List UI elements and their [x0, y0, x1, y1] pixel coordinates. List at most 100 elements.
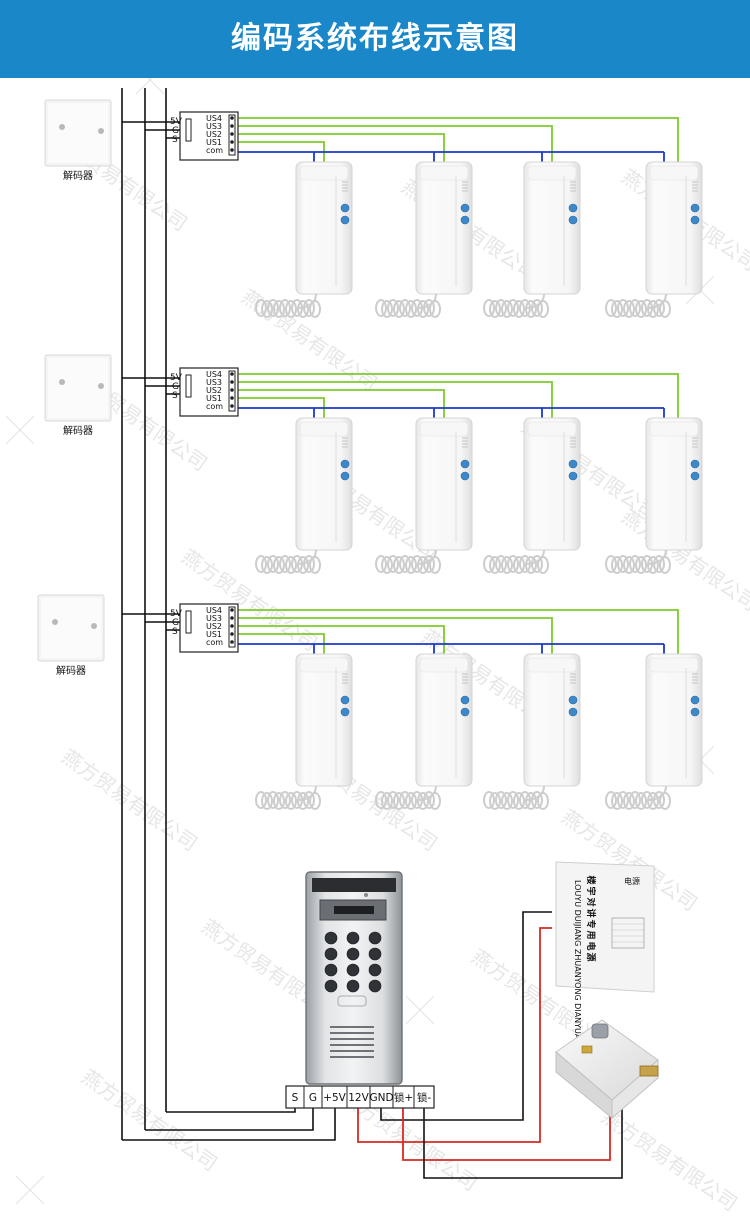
port-label-us1: US1: [206, 630, 222, 639]
handset-body: [523, 417, 581, 551]
terminal-label-s: S: [172, 627, 178, 637]
coiled-cord-loop: [617, 791, 629, 809]
unlock-button-icon: [460, 471, 470, 481]
coiled-cord-loop: [483, 791, 495, 809]
coiled-cord-loop: [309, 300, 321, 318]
wire-12v: [357, 927, 552, 1143]
coiled-cord-loop: [297, 792, 309, 810]
coiled-cord-loop: [647, 792, 659, 810]
decoder-label: 解码器: [63, 424, 93, 437]
watermark-text: 燕方贸易有限公司: [57, 744, 202, 855]
coiled-cord-loop: [635, 300, 647, 318]
call-button-icon: [460, 695, 470, 705]
wire-5v: [122, 1108, 336, 1141]
panel-terminal-label: GND: [369, 1092, 393, 1104]
coiled-cord-loop: [513, 556, 525, 574]
coiled-cord-loop: [279, 555, 291, 573]
unlock-button-icon: [460, 707, 470, 717]
signal-wire-us1: [238, 633, 325, 660]
decoder-label: 解码器: [56, 664, 86, 677]
port-pin-icon: [230, 380, 234, 384]
power-supply-name-char: 专: [585, 919, 597, 928]
handset-cradle: [299, 421, 349, 437]
port-pin-icon: [230, 388, 234, 392]
coiled-cord-loop: [375, 555, 387, 573]
coiled-cord-loop: [611, 300, 623, 318]
watermark-text: 燕方贸易有限公司: [597, 1104, 742, 1215]
port-pin-icon: [230, 124, 234, 128]
power-supply-body: [555, 861, 655, 993]
coiled-cord-loop: [393, 556, 405, 574]
coiled-cord-loop: [381, 556, 393, 574]
coiled-cord-loop: [273, 300, 285, 318]
keypad-key-icon: [368, 963, 382, 977]
output-strip: [228, 370, 236, 412]
call-button-icon: [568, 695, 578, 705]
coiled-cord-loop: [519, 791, 531, 809]
watermark-cross: [405, 995, 435, 1025]
coiled-cord-loop: [659, 556, 671, 574]
lock-bolt-icon: [639, 1065, 659, 1077]
handset-cradle: [649, 421, 699, 437]
coiled-cord-loop: [501, 300, 513, 318]
port-pin-icon: [230, 396, 234, 400]
coiled-cord-loop: [525, 556, 537, 574]
wire-gnd: [380, 911, 552, 1121]
keypad-key-icon: [324, 963, 338, 977]
decoder-face: [48, 358, 108, 418]
keypad-key-icon: [368, 979, 382, 993]
coiled-cord-loop: [405, 556, 417, 574]
electric-lock: [555, 1019, 659, 1120]
intercom-handset: [605, 653, 703, 810]
handset-cradle: [649, 165, 699, 181]
port-label-us4: US4: [206, 114, 222, 123]
coiled-cord-loop: [659, 300, 671, 318]
power-supply-name-char: 电: [585, 941, 597, 950]
keypad-key-icon: [346, 931, 360, 945]
input-strip: [185, 118, 192, 142]
screw-icon: [98, 383, 104, 389]
intercom-handset: [375, 161, 473, 318]
unlock-button-icon: [460, 215, 470, 225]
signal-wire-us1: [238, 397, 325, 424]
coiled-cord-loop: [507, 299, 519, 317]
port-label-com: com: [206, 638, 223, 647]
coiled-cord-loop: [255, 299, 267, 317]
intercom-handset: [255, 417, 353, 574]
speaker-grille-icon: [330, 1038, 374, 1040]
coiled-cord-loop: [423, 555, 435, 573]
coiled-cord-loop: [623, 792, 635, 810]
unlock-button-icon: [568, 707, 578, 717]
coiled-cord-loop: [417, 556, 429, 574]
watermark-cross: [5, 415, 35, 445]
intercom-handset: [605, 417, 703, 574]
handset-body: [645, 161, 703, 295]
coiled-cord-loop: [417, 300, 429, 318]
power-supply-name-char: 对: [585, 897, 597, 906]
watermark-cross: [135, 78, 165, 95]
coiled-cord-loop: [635, 556, 647, 574]
signal-wire-us4: [238, 373, 679, 424]
coiled-cord-loop: [417, 792, 429, 810]
coiled-cord-loop: [399, 299, 411, 317]
wire-g: [145, 1108, 314, 1131]
wire-s: [166, 1108, 296, 1113]
port-label-us3: US3: [206, 378, 222, 387]
coiled-cord-loop: [405, 300, 417, 318]
port-label-com: com: [206, 146, 223, 155]
coiled-cord-loop: [309, 792, 321, 810]
power-supply-label: 电源: [624, 876, 640, 886]
screw-icon: [52, 619, 58, 625]
coiled-cord-loop: [489, 792, 501, 810]
wiring-diagram: 燕方贸易有限公司燕方贸易有限公司燕方贸易有限公司燕方贸易有限公司燕方贸易有限公司…: [5, 78, 750, 1216]
keypad-key-icon: [324, 931, 338, 945]
coiled-cord-loop: [291, 299, 303, 317]
coiled-cord-loop: [285, 300, 297, 318]
coiled-cord-loop: [531, 791, 543, 809]
coiled-cord-loop: [381, 792, 393, 810]
handset-cradle: [649, 657, 699, 673]
coiled-cord-loop: [537, 300, 549, 318]
coiled-cord-loop: [423, 299, 435, 317]
